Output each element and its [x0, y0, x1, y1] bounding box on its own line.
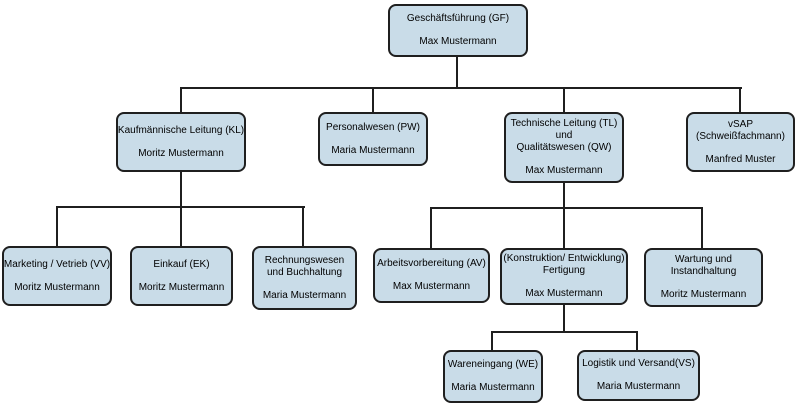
- connector-line: [302, 207, 304, 246]
- connector-line: [739, 88, 741, 112]
- node-wartung-instandhaltung: Wartung und Instandhaltung Moritz Muster…: [644, 248, 763, 307]
- connector-line: [491, 332, 493, 350]
- node-title: Arbeitsvorbereitung (AV): [377, 258, 486, 269]
- connector-line: [456, 57, 458, 88]
- connector-line: [563, 208, 565, 248]
- connector-line: [563, 305, 565, 332]
- node-title: (Konstruktion/ Entwicklung) Fertigung: [503, 253, 625, 276]
- node-title: Technische Leitung (TL) und Qualitätswes…: [510, 118, 618, 153]
- node-person: Max Mustermann: [525, 288, 603, 299]
- node-einkauf: Einkauf (EK) Moritz Mustermann: [130, 246, 233, 306]
- connector-line: [701, 208, 703, 248]
- node-person: Moritz Mustermann: [14, 281, 100, 293]
- node-title: Wareneingang (WE): [447, 359, 539, 370]
- node-kaufmaennische-leitung: Kaufmännische Leitung (KL) Moritz Muster…: [116, 112, 246, 172]
- node-person: Maria Mustermann: [596, 381, 681, 392]
- node-technische-leitung-qualitaetswesen: Technische Leitung (TL) und Qualitätswes…: [504, 112, 624, 183]
- node-title: Rechnungswesen und Buchhaltung: [264, 254, 345, 278]
- node-geschaeftsfuehrung: Geschäftsführung (GF) Max Mustermann: [388, 4, 528, 57]
- node-title: Kaufmännische Leitung (KL): [117, 124, 245, 136]
- connector-line: [56, 207, 58, 246]
- node-title: Marketing / Vetrieb (VV): [3, 258, 111, 270]
- node-title: Einkauf (EK): [153, 258, 210, 270]
- node-person: Max Mustermann: [419, 36, 497, 47]
- node-person: Maria Mustermann: [451, 382, 535, 393]
- node-person: Moritz Mustermann: [660, 289, 747, 300]
- node-person: Max Mustermann: [525, 165, 603, 176]
- node-title: Personalwesen (PW): [326, 121, 420, 133]
- node-arbeitsvorbereitung: Arbeitsvorbereitung (AV) Max Mustermann: [373, 248, 490, 303]
- connector-line: [563, 88, 565, 112]
- node-person: Max Mustermann: [392, 281, 471, 292]
- connector-line: [636, 332, 638, 350]
- connector-line: [372, 88, 374, 112]
- node-rechnungswesen-buchhaltung: Rechnungswesen und Buchhaltung Maria Mus…: [252, 246, 357, 310]
- node-personalwesen: Personalwesen (PW) Maria Mustermann: [318, 112, 428, 166]
- node-person: Moritz Mustermann: [138, 147, 224, 159]
- connector-line: [430, 207, 703, 209]
- node-wareneingang: Wareneingang (WE) Maria Mustermann: [443, 350, 543, 403]
- connector-line: [430, 208, 432, 248]
- node-title: vSAP (Schweißfachmann): [696, 118, 785, 142]
- node-title: Geschäftsführung (GF): [406, 13, 510, 24]
- connector-line: [491, 331, 638, 333]
- node-title: Logistik und Versand(VS): [582, 358, 695, 369]
- node-person: Maria Mustermann: [331, 144, 415, 156]
- connector-line: [180, 87, 742, 89]
- node-marketing-vertrieb: Marketing / Vetrieb (VV) Moritz Musterma…: [2, 246, 112, 306]
- connector-line: [563, 183, 565, 208]
- node-person: Manfred Muster: [705, 153, 776, 165]
- node-person: Maria Mustermann: [262, 289, 347, 301]
- node-person: Moritz Mustermann: [138, 281, 225, 293]
- node-konstruktion-entwicklung-fertigung: (Konstruktion/ Entwicklung) Fertigung Ma…: [500, 248, 628, 305]
- node-vsap-schweissfachmann: vSAP (Schweißfachmann) Manfred Muster: [686, 112, 795, 172]
- node-title: Wartung und Instandhaltung: [670, 254, 737, 277]
- connector-line: [180, 207, 182, 246]
- connector-line: [180, 88, 182, 112]
- node-logistik-versand: Logistik und Versand(VS) Maria Musterman…: [577, 350, 700, 401]
- connector-line: [180, 172, 182, 207]
